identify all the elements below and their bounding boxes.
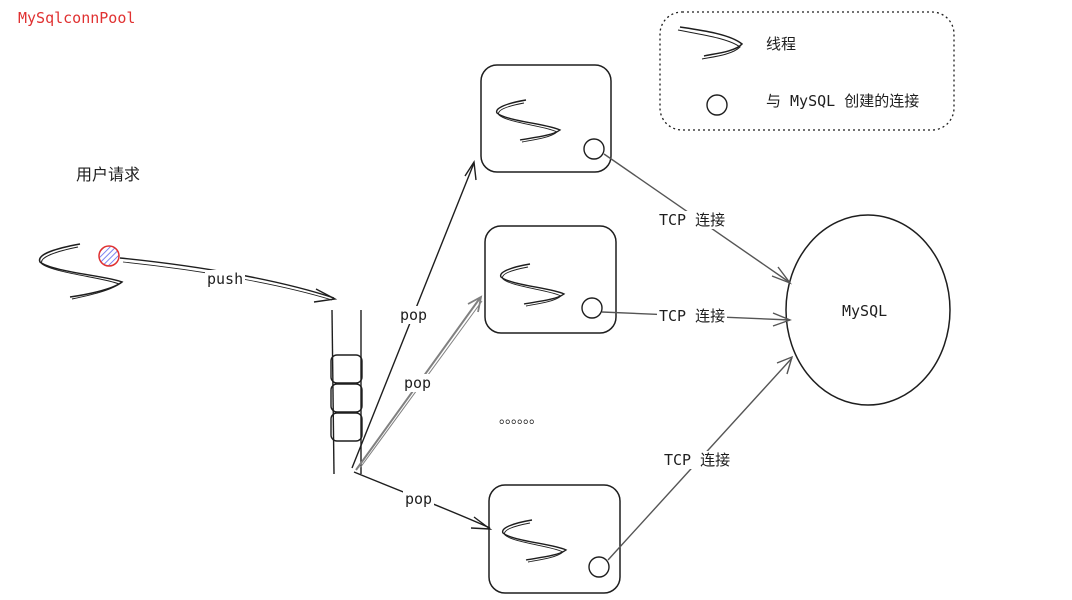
pop-arrow-2-head	[467, 295, 483, 313]
tcp-arrow-1-head	[771, 266, 793, 285]
tcp-arrow-3-head	[776, 355, 794, 375]
legend-connection-label: 与 MySQL 创建的连接	[766, 92, 920, 110]
request-thread-icon	[38, 243, 124, 298]
tcp-label-1: TCP 连接	[657, 211, 728, 229]
diagram-title: MySqlconnPool	[18, 9, 136, 27]
ellipsis-label: 。。。。。。	[499, 411, 543, 427]
queue-slot	[330, 383, 363, 413]
tcp-label-3: TCP 连接	[662, 451, 733, 469]
queue-slot	[330, 412, 363, 442]
pop-arrow-3-head	[470, 516, 493, 530]
thread-3-connection-icon	[588, 556, 610, 578]
push-arrow-head	[313, 288, 338, 303]
legend-connection-icon	[706, 94, 728, 116]
legend-box	[659, 11, 955, 131]
mysql-node	[785, 214, 951, 406]
thread-1-icon	[495, 99, 562, 141]
thread-2-icon	[499, 263, 566, 305]
legend-thread-icon-stroke2	[677, 29, 741, 60]
pop-label-3: pop	[403, 490, 435, 508]
pop-arrow-1-head	[464, 159, 477, 181]
legend-thread-icon	[679, 26, 744, 57]
pop-label-2: pop	[402, 374, 434, 392]
tcp-label-2: TCP 连接	[657, 307, 728, 325]
thread-box-3	[488, 484, 621, 594]
push-label: push	[205, 270, 246, 288]
thread-3-icon-stroke2	[504, 522, 564, 563]
thread-2-icon-stroke2	[502, 266, 562, 307]
request-connection-icon	[98, 245, 120, 267]
pop-label-1: pop	[398, 306, 430, 324]
thread-box-1	[480, 64, 612, 173]
queue-left-wall	[331, 309, 335, 475]
thread-1-connection-icon	[583, 138, 605, 160]
user-request-label: 用户请求	[76, 165, 141, 184]
thread-1-icon-stroke2	[498, 102, 558, 143]
request-thread-icon-stroke2	[41, 246, 120, 300]
mysql-label: MySQL	[842, 302, 888, 320]
thread-2-connection-icon	[581, 297, 603, 319]
tcp-arrow-2-head	[772, 312, 792, 327]
legend-thread-label: 线程	[766, 35, 797, 53]
thread-box-2	[484, 225, 617, 334]
thread-3-icon	[501, 519, 568, 561]
queue-slot	[330, 354, 363, 384]
